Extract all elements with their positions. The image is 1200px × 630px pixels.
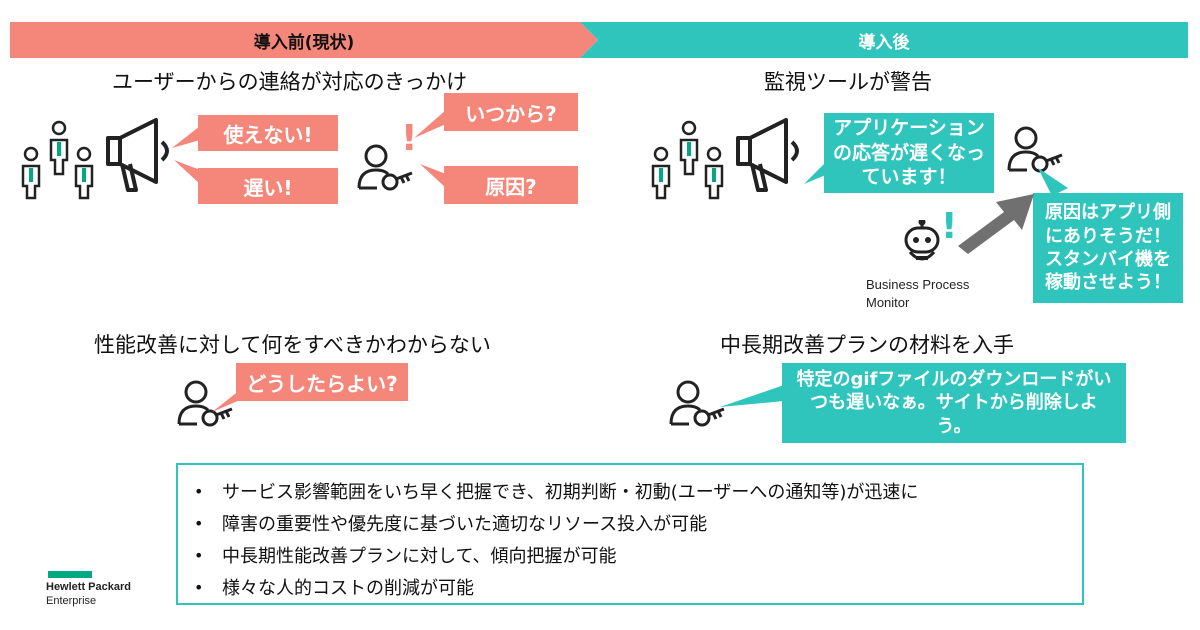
hpe-logo-line2: Enterprise (46, 594, 97, 607)
benefit-item-text: 様々な人的コストの削減が可能 (222, 578, 474, 599)
before-header: 導入前(現状) (10, 22, 598, 58)
bubble-what-to-do-tail (212, 390, 240, 412)
bubble-unusable: 使えない! (198, 115, 338, 151)
bubble-since-when: いつから? (444, 93, 578, 131)
benefits-list: • サービス影響範囲をいち早く把握でき、初期判断・初動(ユーザーへの通知等)が迅速… (194, 475, 1066, 603)
bullet-icon: • (194, 577, 204, 597)
benefit-item-text: 中長期性能改善プランに対して、傾向把握が可能 (222, 546, 617, 567)
bubble-gif-text: 特定のgifファイルのダウンロードがいつも遅いなぁ。サイトから削除しよう。 (796, 368, 1112, 437)
bubble-cause-before-tail (420, 164, 446, 188)
bubble-unusable-text: 使えない! (223, 122, 313, 147)
hpe-logo-line1: Hewlett Packard (46, 581, 131, 593)
before-header-label: 導入前(現状) (253, 32, 355, 53)
bullet-icon: • (194, 545, 204, 565)
after-heading-top: 監視ツールが警告 (764, 70, 932, 94)
bubble-cause-after-tail (1038, 168, 1068, 196)
bubble-gif-tail (720, 385, 784, 407)
bubble-cause-before-text: 原因? (485, 174, 537, 199)
after-header: 導入後 (580, 22, 1188, 58)
before-heading-bottom: 性能改善に対して何をすべきかわからない (94, 333, 491, 357)
bubble-slow-text: 遅い! (243, 175, 293, 200)
bubble-gif: 特定のgifファイルのダウンロードがいつも遅いなぁ。サイトから削除しよう。 (782, 363, 1126, 443)
bpm-label-line2: Monitor (866, 294, 910, 310)
bubble-cause-after: 原因はアプリ側にありそうだ！スタンバイ機を稼動させよう！ (1033, 193, 1183, 303)
megaphone-icon (106, 118, 169, 192)
escalation-arrow (958, 194, 1034, 254)
bpm-label: Business Process Monitor (866, 276, 969, 311)
hpe-logo-bar (48, 571, 92, 578)
alert-exclamation-icon: ! (401, 118, 418, 159)
bubble-slow: 遅い! (198, 168, 338, 204)
benefit-item: • 様々な人的コストの削減が可能 (194, 571, 1066, 603)
bubble-unusable-tail (172, 126, 200, 148)
bubble-cause-before: 原因? (444, 166, 578, 204)
megaphone-icon-after (736, 118, 799, 192)
benefit-item: • 障害の重要性や優先度に基づいた適切なリソース投入が可能 (194, 507, 1066, 539)
bubble-since-when-tail (414, 110, 446, 138)
before-heading-top: ユーザーからの連絡が対応のきっかけ (112, 70, 468, 94)
bubble-since-when-text: いつから? (465, 101, 557, 126)
benefits-summary-box: • サービス影響範囲をいち早く把握でき、初期判断・初動(ユーザーへの通知等)が迅速… (176, 463, 1084, 605)
hpe-logo: Hewlett Packard Enterprise (46, 581, 131, 609)
bubble-slow-tail (174, 160, 200, 184)
bubble-app-alert-text: アプリケーションの応答が遅くなっています！ (832, 116, 985, 189)
bubble-what-to-do-text: どうしたらよい? (246, 371, 398, 396)
bubble-what-to-do: どうしたらよい? (236, 363, 408, 401)
bpm-label-line1: Business Process (866, 277, 970, 292)
bubble-app-alert: アプリケーションの応答が遅くなっています！ (824, 113, 994, 193)
after-heading-bottom: 中長期改善プランの材料を入手 (720, 333, 1014, 357)
benefit-item: • サービス影響範囲をいち早く把握でき、初期判断・初動(ユーザーへの通知等)が迅速… (194, 475, 1066, 507)
operator-key-icon (357, 144, 413, 191)
bubble-app-alert-tail (804, 160, 828, 184)
operator-key-icon-after-2 (669, 380, 725, 427)
user-group-icon-after (651, 120, 724, 200)
benefit-item-text: サービス影響範囲をいち早く把握でき、初期判断・初動(ユーザーへの通知等)が迅速に (222, 482, 919, 503)
bubble-cause-after-text: 原因はアプリ側にありそうだ！スタンバイ機を稼動させよう！ (1045, 202, 1171, 294)
bullet-icon: • (194, 513, 204, 533)
benefit-item-text: 障害の重要性や優先度に基づいた適切なリソース投入が可能 (222, 514, 708, 535)
user-group-icon (21, 120, 94, 200)
benefit-item: • 中長期性能改善プランに対して、傾向把握が可能 (194, 539, 1066, 571)
bullet-icon: • (194, 481, 204, 501)
after-header-label: 導入後 (858, 32, 910, 53)
robot-monitor-icon (904, 220, 940, 261)
operator-key-icon-2 (177, 380, 233, 427)
robot-alert-exclamation-icon: ! (941, 206, 958, 247)
